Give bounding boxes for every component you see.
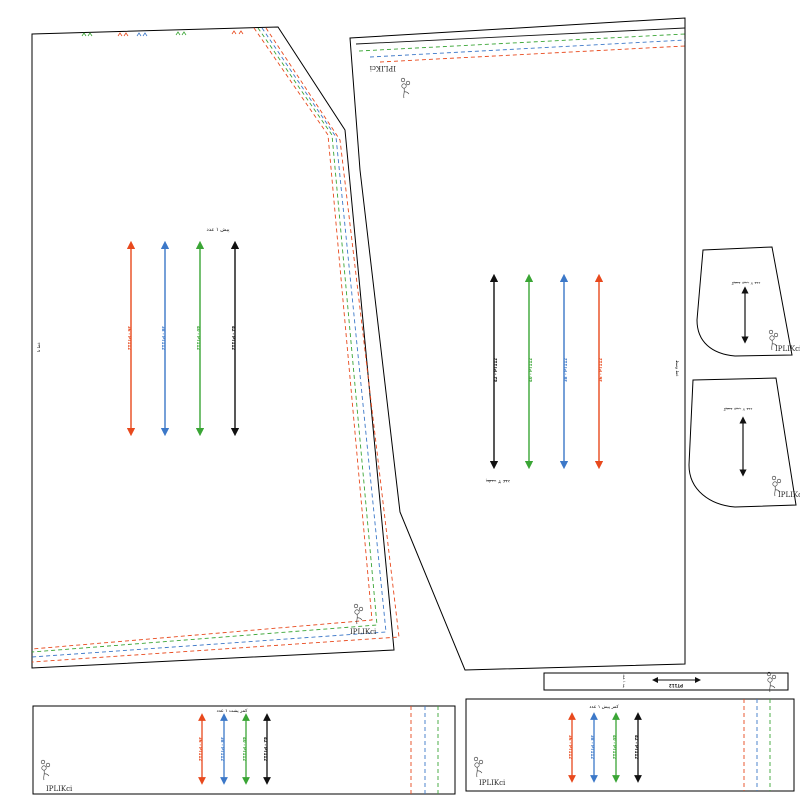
wb-back-size-40: 40 - PT112 bbox=[242, 737, 247, 761]
pocket-piece-bottom: کیسه جیب ۲ عدد IPLIKci bbox=[688, 377, 800, 508]
back-piece-title: پشت ۲ عدد bbox=[485, 478, 510, 484]
wb-front-size-40: 40 - PT112 bbox=[612, 735, 617, 759]
strip-title: بند ۱ عدد bbox=[622, 674, 626, 688]
waistband-back-piece: کمر پشت ۱ عدد 36 - PT112 38 - PT112 40 -… bbox=[32, 705, 456, 795]
front-outline bbox=[31, 26, 395, 669]
wb-front-brand: IPLIKci bbox=[479, 779, 506, 787]
strip-logo-icon bbox=[766, 671, 777, 693]
front-pattern-piece: پیش ۱ عدد خط تا 36 - PT112 38 - PT112 40… bbox=[31, 26, 400, 669]
waistband-front-title: کمر پیش ۱ عدد bbox=[589, 704, 619, 710]
wb-back-size-36: 36 - PT112 bbox=[198, 737, 203, 761]
wb-back-grain-42: 42 - PT112 bbox=[263, 713, 271, 785]
front-grainline-40: 40 - PT112 bbox=[195, 240, 205, 437]
pocket-piece-top: کیسه جیب ۲ عدد IPLIKci bbox=[696, 246, 800, 357]
back-grainline-42: 42 - PT112 bbox=[489, 273, 499, 470]
wb-back-logo-icon bbox=[40, 759, 51, 781]
back-grainline-40: 40 - PT112 bbox=[524, 273, 534, 470]
back-top-logo-icon bbox=[400, 77, 411, 99]
back-grainline-38: 38 - PT112 bbox=[559, 273, 569, 470]
pocket-top-outline bbox=[696, 246, 793, 357]
back-seam-40 bbox=[379, 45, 686, 63]
wb-front-grain-40: 40 - PT112 bbox=[612, 712, 620, 783]
front-grainline-36: 36 - PT112 bbox=[126, 240, 136, 437]
wb-front-size-38: 38 - PT112 bbox=[590, 735, 595, 759]
wb-back-brand: IPLIKci bbox=[46, 785, 73, 793]
wb-front-logo-icon bbox=[473, 756, 484, 778]
front-seam-40 bbox=[31, 27, 373, 650]
wb-front-grain-42: 42 - PT112 bbox=[634, 712, 642, 783]
back-size-label-42: 42 - PT112 bbox=[493, 358, 498, 382]
pocket-bottom-outline bbox=[688, 377, 797, 508]
pocket-top-title: کیسه جیب ۲ عدد bbox=[732, 281, 761, 286]
strip-outline bbox=[543, 672, 789, 691]
back-pattern-piece: IPLIKci پشت ۲ عدد خط وسط 42 - PT112 40 -… bbox=[349, 17, 686, 671]
front-brand-text: IPLIKci bbox=[350, 628, 377, 636]
wb-front-grain-38: 38 - PT112 bbox=[590, 712, 598, 783]
pocket-bottom-brand: IPLIKci bbox=[778, 491, 800, 499]
front-seam-38 bbox=[31, 27, 387, 658]
wb-back-grain-38: 38 - PT112 bbox=[220, 713, 228, 785]
back-outline bbox=[349, 17, 686, 671]
waistband-front-piece: کمر پیش ۱ عدد 36 - PT112 38 - PT112 40 -… bbox=[465, 698, 795, 792]
waistband-back-outline bbox=[32, 705, 456, 795]
back-size-label-36: 36 - PT112 bbox=[598, 358, 603, 382]
back-seam-38 bbox=[369, 39, 686, 58]
waistband-back-title: کمر پشت ۱ عدد bbox=[217, 708, 249, 714]
wb-front-size-36: 36 - PT112 bbox=[568, 735, 573, 759]
back-top-label: IPLIKci bbox=[369, 64, 396, 72]
front-grainline-38: 38 - PT112 bbox=[160, 240, 170, 437]
back-side-note: خط وسط bbox=[675, 360, 680, 377]
back-size-label-40: 40 - PT112 bbox=[528, 358, 533, 382]
front-size-label-36: 36 - PT112 bbox=[127, 326, 132, 350]
front-side-note: خط تا bbox=[36, 342, 41, 352]
wb-back-grain-40: 40 - PT112 bbox=[242, 713, 250, 785]
front-seam-36 bbox=[31, 27, 378, 653]
front-seam-42 bbox=[31, 27, 400, 663]
front-grainline-42: 42 - PT112 bbox=[230, 240, 240, 437]
front-size-label-38: 38 - PT112 bbox=[161, 326, 166, 350]
strip-code: PT112 bbox=[669, 683, 683, 688]
back-grainline-36: 36 - PT112 bbox=[594, 273, 604, 470]
back-seam-36 bbox=[358, 33, 686, 52]
wb-back-size-42: 42 - PT112 bbox=[263, 737, 268, 761]
front-piece-title: پیش ۱ عدد bbox=[207, 227, 231, 233]
wb-front-grain-36: 36 - PT112 bbox=[568, 712, 576, 783]
pocket-bottom-title: کیسه جیب ۲ عدد bbox=[724, 407, 753, 412]
wb-back-size-38: 38 - PT112 bbox=[220, 737, 225, 761]
back-size-label-38: 38 - PT112 bbox=[563, 358, 568, 382]
waistband-front-outline bbox=[465, 698, 795, 792]
belt-loop-strip: PT112 بند ۱ عدد bbox=[543, 671, 789, 693]
wb-back-grain-36: 36 - PT112 bbox=[198, 713, 206, 785]
front-top-notches bbox=[81, 30, 244, 37]
pocket-top-brand: IPLIKci bbox=[775, 345, 800, 353]
back-seam-42 bbox=[355, 27, 686, 45]
wb-front-size-42: 42 - PT112 bbox=[634, 735, 639, 759]
front-size-label-42: 42 - PT112 bbox=[231, 326, 236, 350]
front-size-label-40: 40 - PT112 bbox=[196, 326, 201, 350]
